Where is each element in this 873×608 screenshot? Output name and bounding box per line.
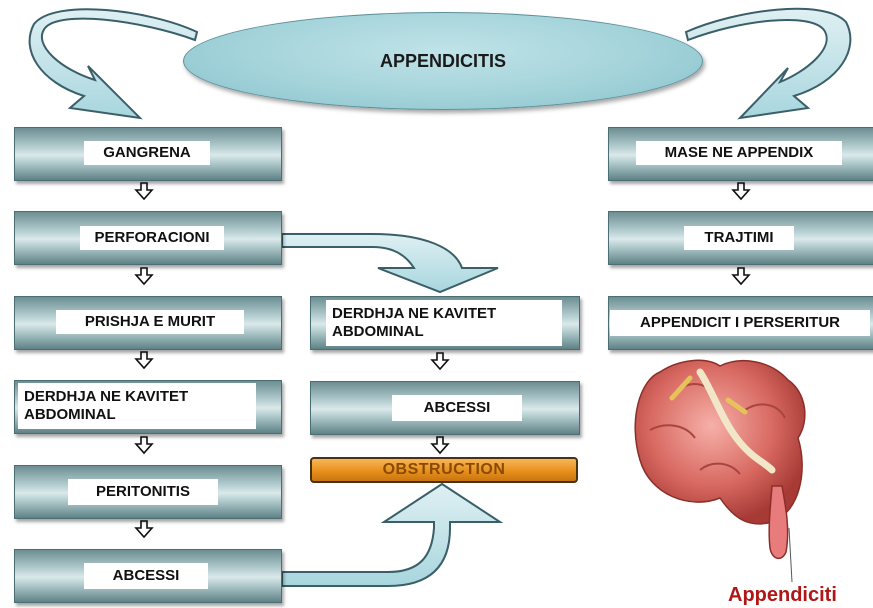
label-derdhja-left: DERDHJA NE KAVITET ABDOMINAL — [18, 383, 256, 429]
label-abcessi-left: ABCESSI — [84, 563, 208, 589]
down-arrow-icon — [733, 268, 749, 284]
label-abcessi-middle: ABCESSI — [392, 395, 522, 421]
down-arrow-icon — [136, 268, 152, 284]
label-peritonitis: PERITONITIS — [68, 479, 218, 505]
obstruction-box: OBSTRUCTION — [310, 457, 578, 483]
down-arrow-icon — [432, 353, 448, 369]
down-arrow-icon — [733, 183, 749, 199]
curved-arrow-perforacioni — [282, 234, 498, 292]
label-mase: MASE NE APPENDIX — [636, 141, 842, 165]
label-perseritur: APPENDICIT I PERSERITUR — [610, 310, 870, 336]
appendicitis-ellipse: APPENDICITIS — [183, 12, 703, 110]
down-arrow-icon — [432, 437, 448, 453]
curved-arrow-right — [686, 9, 850, 118]
down-arrow-icon — [136, 521, 152, 537]
image-caption: Appendiciti — [728, 584, 837, 607]
down-arrow-icon — [136, 437, 152, 453]
curved-arrow-left — [30, 9, 197, 118]
appendix-illustration — [635, 360, 805, 582]
label-trajtimi: TRAJTIMI — [684, 226, 794, 250]
down-arrow-icon — [136, 352, 152, 368]
label-perforacioni: PERFORACIONI — [80, 226, 224, 250]
label-obstruction: OBSTRUCTION — [383, 461, 506, 479]
label-derdhja-middle: DERDHJA NE KAVITET ABDOMINAL — [326, 300, 562, 346]
label-gangrena: GANGRENA — [84, 141, 210, 165]
down-arrow-icon — [136, 183, 152, 199]
diagram-title: APPENDICITIS — [380, 51, 506, 72]
label-prishja: PRISHJA E MURIT — [56, 310, 244, 334]
curved-arrow-obstruction — [282, 484, 500, 586]
